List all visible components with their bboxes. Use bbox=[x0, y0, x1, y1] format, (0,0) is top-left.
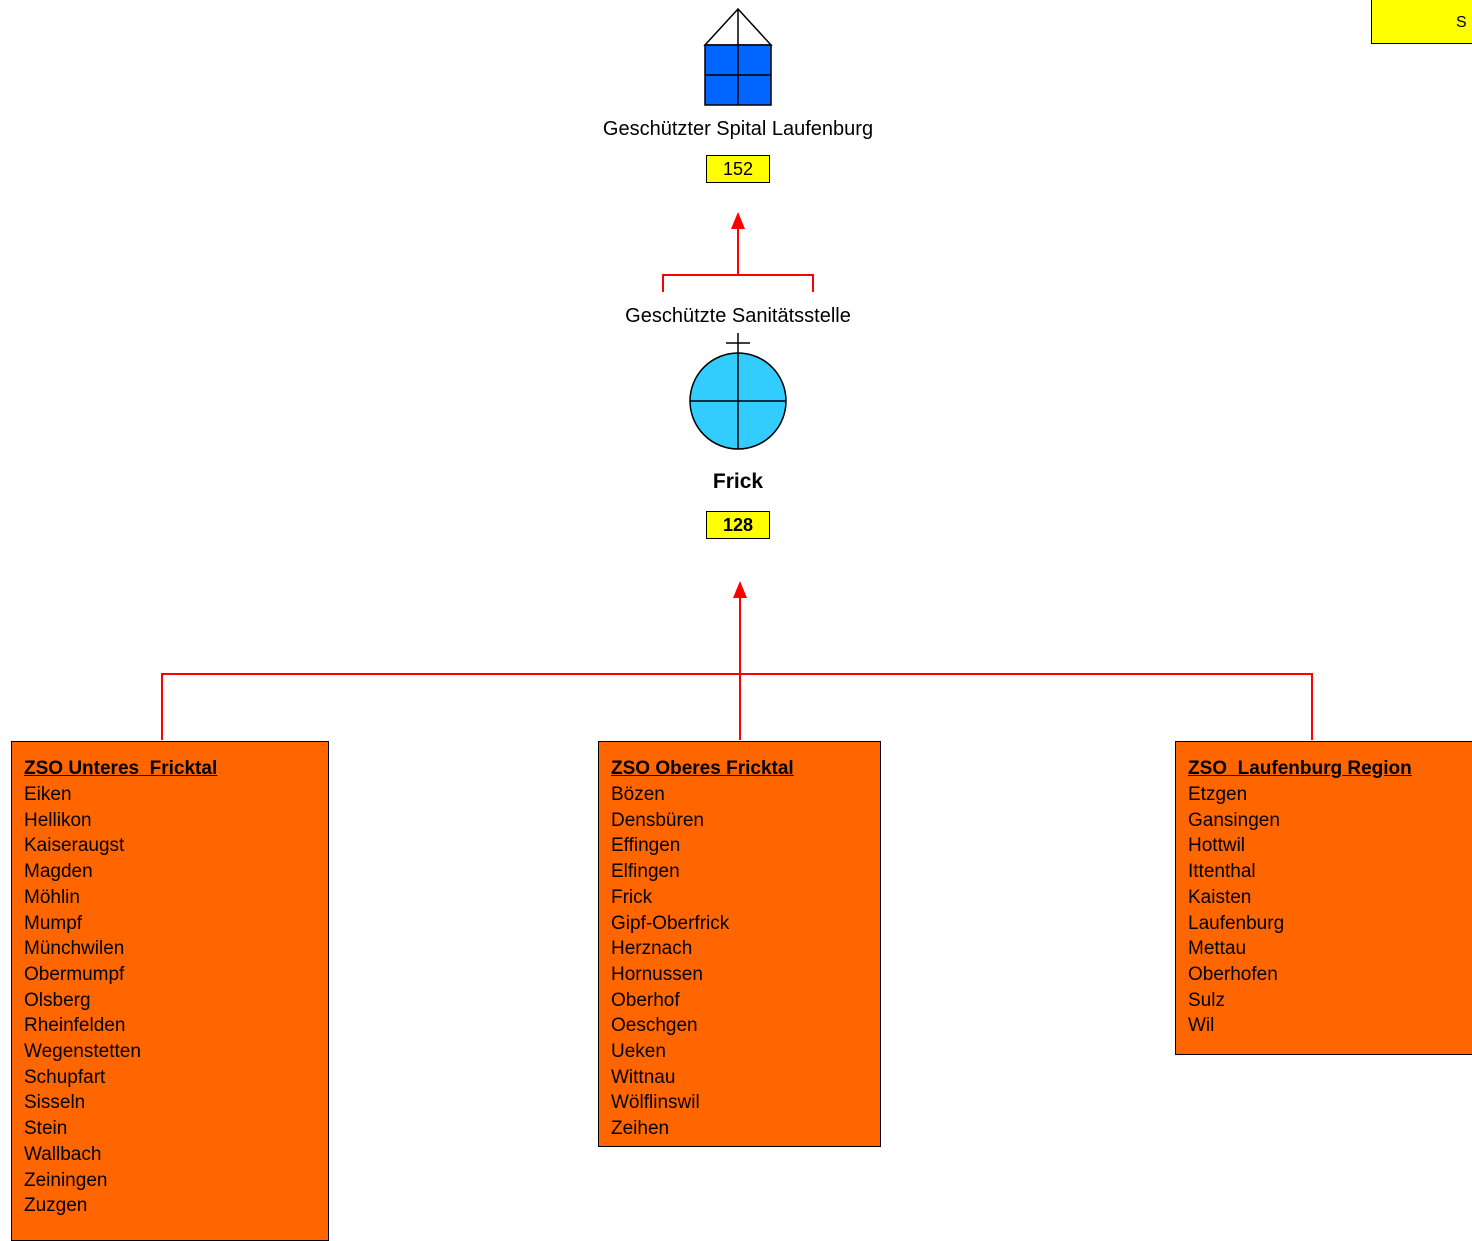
list-item: Zuzgen bbox=[24, 1195, 88, 1217]
list-item: Mumpf bbox=[24, 912, 83, 934]
hospital-arrowhead bbox=[731, 212, 745, 229]
zso-title: ZSO Laufenburg Region bbox=[1188, 758, 1412, 779]
list-item: Gipf-Oberfrick bbox=[611, 912, 730, 934]
list-item: Wegenstetten bbox=[24, 1041, 141, 1063]
list-item: Wallbach bbox=[24, 1143, 102, 1165]
list-item: Stein bbox=[24, 1118, 68, 1140]
list-item: Obermumpf bbox=[24, 963, 125, 985]
list-item: Etzgen bbox=[1188, 784, 1248, 805]
list-item: Münchwilen bbox=[24, 938, 125, 960]
list-item: Kaisten bbox=[1188, 886, 1252, 908]
member-list: Etzgen Gansingen Hottwil Ittenthal Kaist… bbox=[1188, 782, 1472, 1039]
zso-box-laufenburg-region: ZSO Laufenburg Region Etzgen Gansingen H… bbox=[1175, 741, 1472, 1055]
list-item: Hottwil bbox=[1188, 835, 1246, 857]
list-item: Hellikon bbox=[24, 809, 92, 831]
list-item: Herznach bbox=[611, 938, 693, 960]
list-item: Bözen bbox=[611, 784, 665, 805]
corner-label-box: S bbox=[1371, 0, 1472, 44]
list-item: Hornussen bbox=[611, 963, 703, 985]
list-item: Sulz bbox=[1188, 989, 1225, 1011]
list-item: Oberhofen bbox=[1188, 963, 1278, 985]
list-item: Zeihen bbox=[611, 1118, 670, 1140]
list-item: Oberhof bbox=[611, 989, 680, 1011]
hospital-icon bbox=[703, 7, 773, 106]
list-item: Sisseln bbox=[24, 1092, 86, 1114]
sanitaetsstelle-label: Geschützte Sanitätsstelle bbox=[625, 305, 851, 327]
list-item: Frick bbox=[611, 886, 653, 908]
list-item: Olsberg bbox=[24, 989, 91, 1011]
sanitaetsstelle-icon bbox=[689, 333, 787, 450]
zso-box-oberes-fricktal: ZSO Oberes Fricktal Bözen Densbüren Effi… bbox=[598, 741, 881, 1147]
corner-label-text: S bbox=[1456, 14, 1467, 31]
list-item: Mettau bbox=[1188, 938, 1247, 960]
list-item: Laufenburg bbox=[1188, 912, 1285, 934]
list-item: Eiken bbox=[24, 784, 72, 805]
list-item: Möhlin bbox=[24, 886, 80, 908]
station-arrowhead bbox=[733, 581, 747, 598]
list-item: Densbüren bbox=[611, 809, 704, 831]
list-item: Schupfart bbox=[24, 1066, 106, 1088]
list-item: Kaiseraugst bbox=[24, 835, 125, 857]
member-list: Eiken Hellikon Kaiseraugst Magden Möhlin… bbox=[24, 782, 328, 1219]
zso-box-unteres-fricktal: ZSO Unteres Fricktal Eiken Hellikon Kais… bbox=[11, 741, 329, 1241]
list-item: Gansingen bbox=[1188, 809, 1280, 831]
list-item: Rheinfelden bbox=[24, 1015, 126, 1037]
sanitaetsstelle-number-badge: 128 bbox=[706, 511, 770, 539]
list-item: Wölflinswil bbox=[611, 1092, 700, 1114]
list-item: Oeschgen bbox=[611, 1015, 698, 1037]
hospital-bracket bbox=[662, 274, 814, 292]
list-item: Magden bbox=[24, 861, 93, 883]
list-item: Effingen bbox=[611, 835, 681, 857]
list-item: Zeiningen bbox=[24, 1169, 108, 1191]
list-item: Ittenthal bbox=[1188, 861, 1256, 883]
hospital-number-badge: 152 bbox=[706, 155, 770, 183]
list-item: Elfingen bbox=[611, 861, 680, 883]
sanitaetsstelle-name: Frick bbox=[712, 470, 764, 493]
hospital-label: Geschützter Spital Laufenburg bbox=[602, 118, 874, 140]
member-list: Bözen Densbüren Effingen Elfingen Frick … bbox=[611, 782, 880, 1142]
zso-title: ZSO Oberes Fricktal bbox=[611, 758, 794, 779]
zso-title: ZSO Unteres Fricktal bbox=[24, 758, 218, 779]
list-item: Wil bbox=[1188, 1015, 1215, 1037]
list-item: Ueken bbox=[611, 1041, 666, 1063]
zso-bracket bbox=[161, 673, 1313, 740]
list-item: Wittnau bbox=[611, 1066, 676, 1088]
